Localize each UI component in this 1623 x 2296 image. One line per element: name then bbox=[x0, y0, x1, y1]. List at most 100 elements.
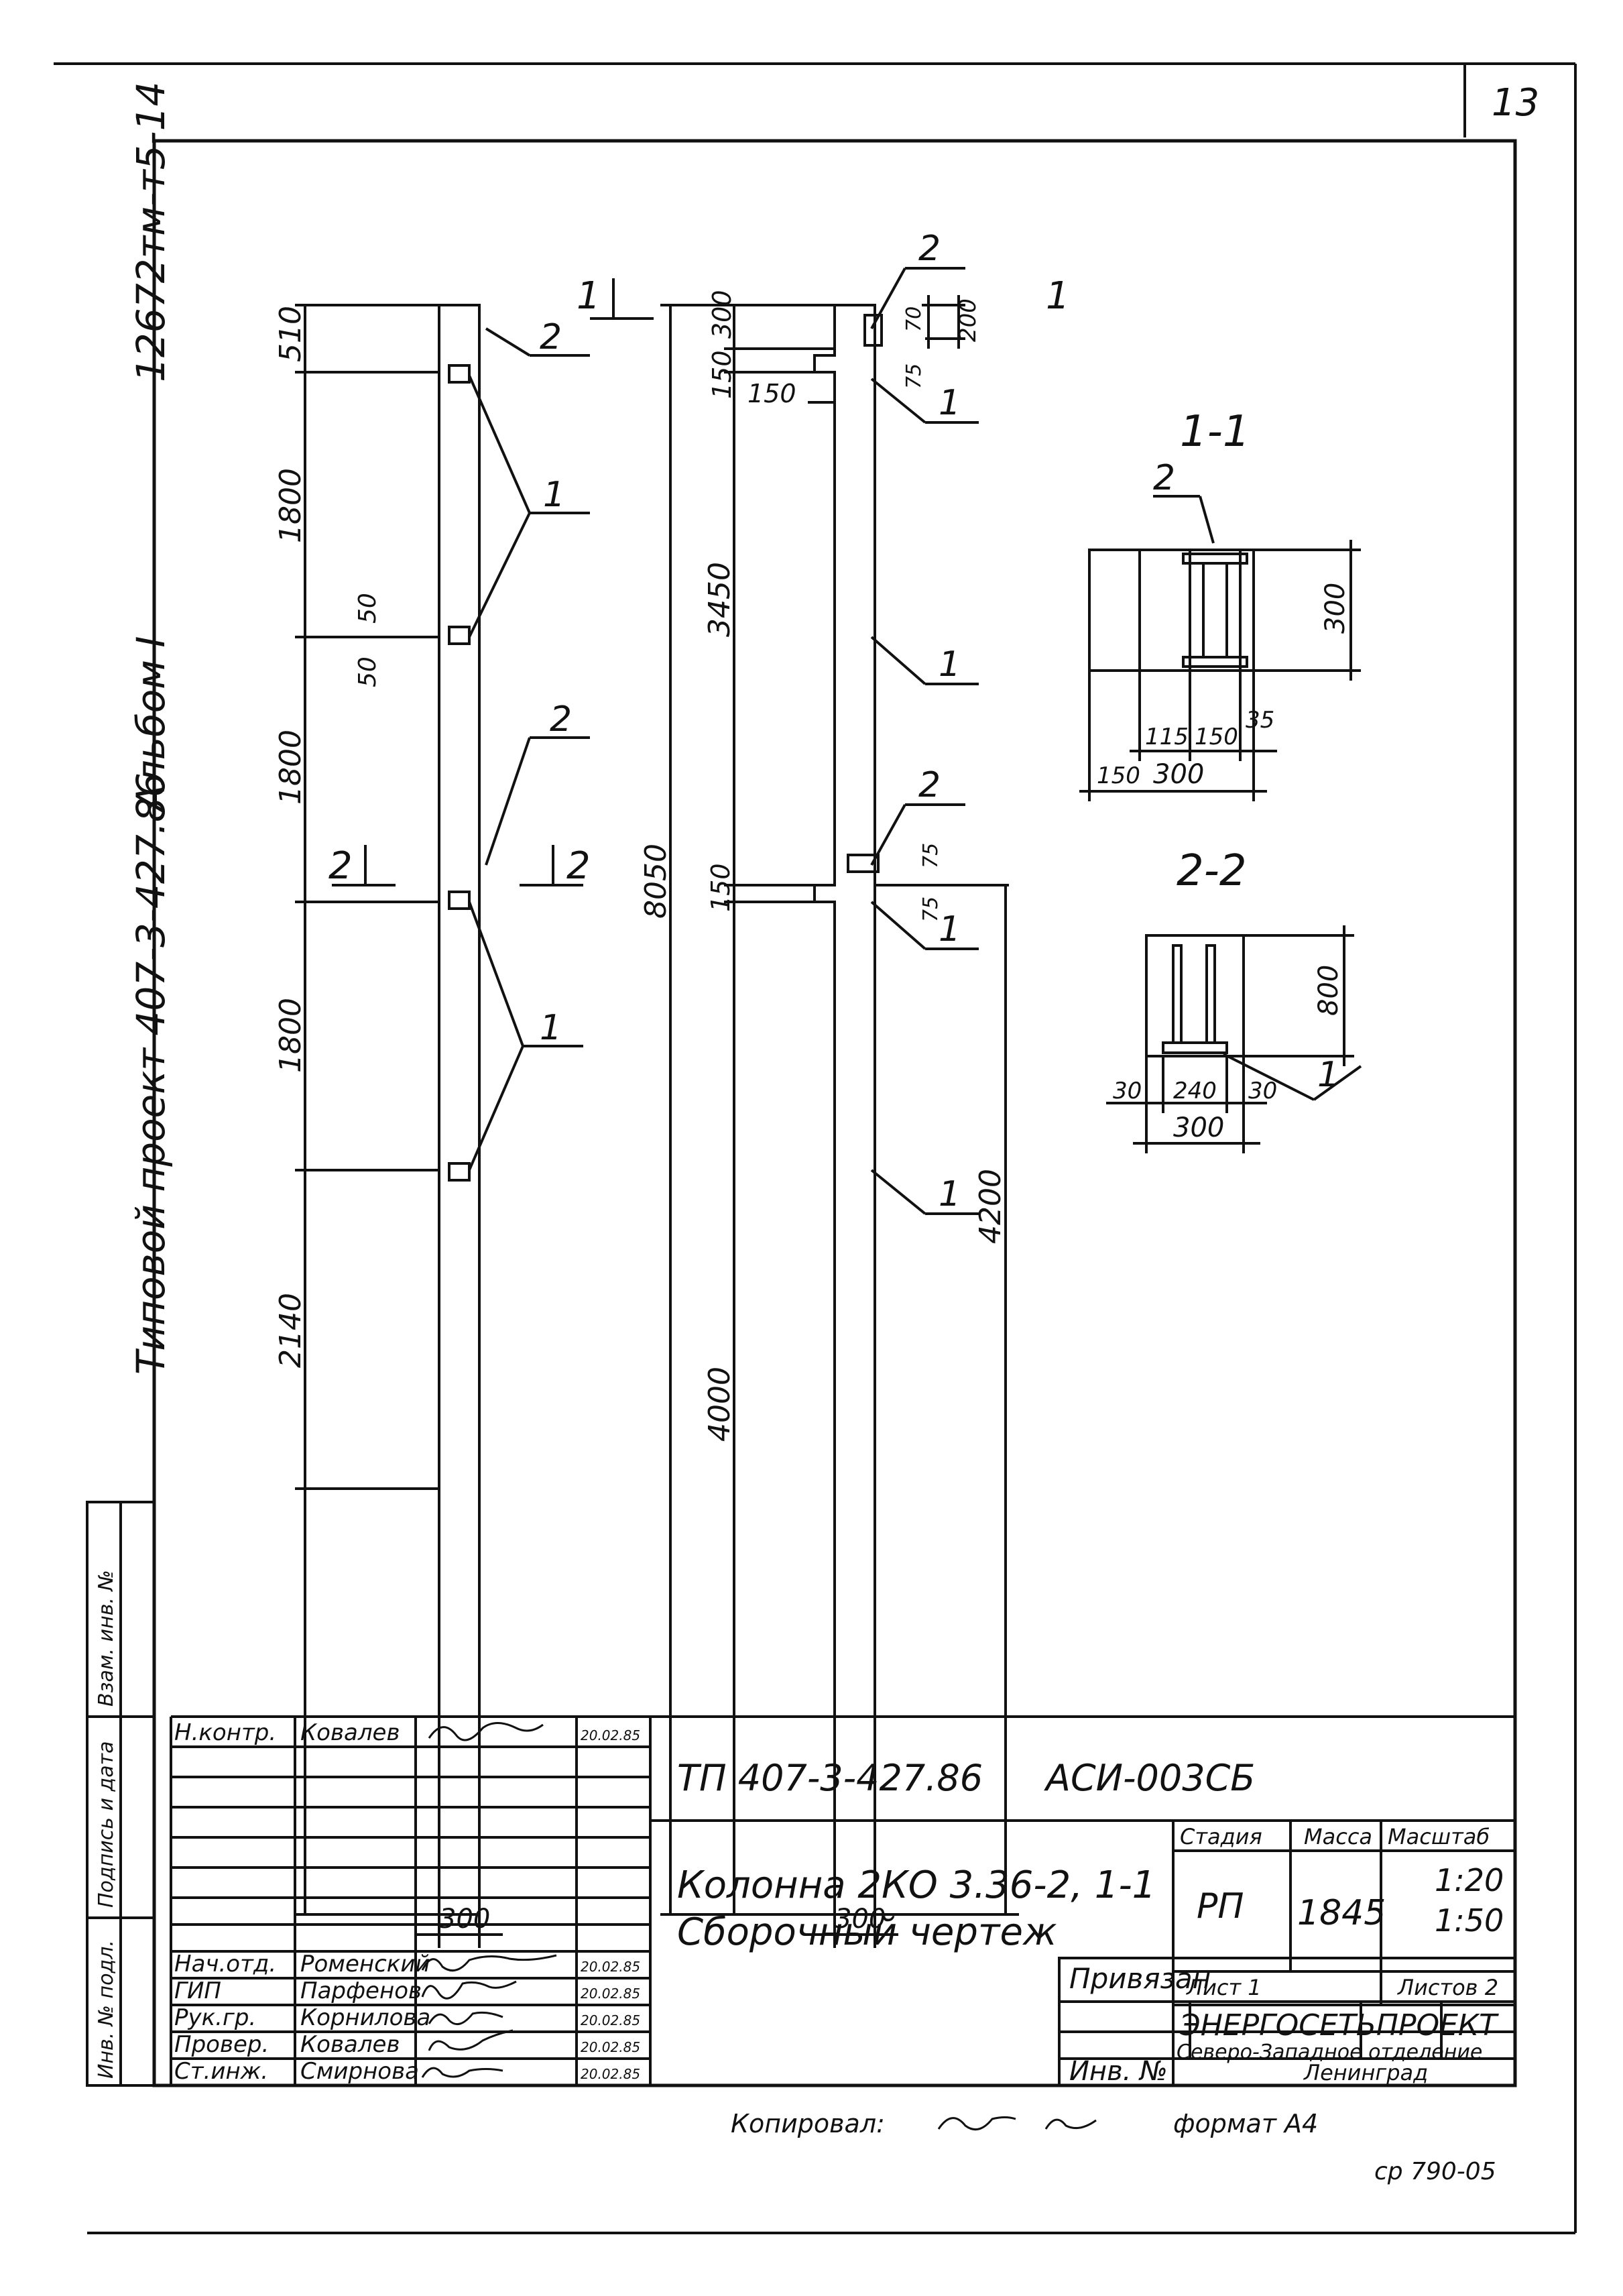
tb-name-line2: Сборочный чертеж bbox=[677, 1910, 1057, 1954]
tb-stage-value: РП bbox=[1197, 1886, 1244, 1927]
tb-row-date: 20.02.85 bbox=[581, 2066, 640, 2082]
margin-top-code: 12672тм-т5-14 bbox=[128, 82, 174, 382]
tb-sheet: Лист 1 bbox=[1186, 1975, 1262, 2000]
tb-row-role: Рук.гр. bbox=[174, 2004, 256, 2031]
footer-copied: Копировал: bbox=[731, 2109, 885, 2138]
side-width-300: 300 bbox=[835, 1904, 886, 1935]
privyazan-title: Привязан bbox=[1069, 1962, 1211, 1995]
drawing-frame bbox=[152, 139, 1517, 2087]
front-callout-2-top: 2 bbox=[540, 317, 562, 357]
section-mark-1-right: 1 bbox=[1046, 274, 1070, 318]
side-callout-2-top: 2 bbox=[918, 229, 941, 269]
tb-row-role: Провер. bbox=[174, 2031, 269, 2058]
front-width-300: 300 bbox=[439, 1904, 490, 1935]
tb-row-name: Роменский bbox=[300, 1951, 430, 1977]
section-1-1-dim-35: 35 bbox=[1246, 707, 1274, 734]
tb-org-dept: Северо-Западное отделение bbox=[1177, 2041, 1482, 2064]
side-dim-300: 300 bbox=[707, 290, 737, 339]
tb-row-date: 20.02.85 bbox=[581, 2039, 640, 2055]
side-dim-150-b: 150 bbox=[747, 379, 796, 408]
section-1-1-dim-300-w: 300 bbox=[1153, 759, 1204, 790]
section-2-2-title: 2-2 bbox=[1177, 846, 1247, 896]
section-2-2-dim-30-b: 30 bbox=[1248, 1078, 1277, 1104]
tb-sheets: Листов 2 bbox=[1397, 1975, 1498, 2000]
section-1-1-dim-300-h: 300 bbox=[1320, 583, 1351, 634]
section-1-1-dim-150-b: 150 bbox=[1097, 762, 1140, 789]
section-1-1-dim-150-a: 150 bbox=[1195, 724, 1238, 750]
tb-mass-label: Масса bbox=[1304, 1824, 1372, 1849]
privyazan-table bbox=[1058, 1957, 1516, 2087]
tb-row-date: 20.02.85 bbox=[581, 1727, 640, 1743]
sheet-border bbox=[54, 62, 1577, 2234]
side-callout-1-d: 1 bbox=[939, 1174, 961, 1214]
tb-row-name: Ковалев bbox=[300, 2031, 400, 2058]
side-dim-150-a: 150 bbox=[707, 350, 737, 399]
section-2-2-callout-1: 1 bbox=[1317, 1055, 1339, 1095]
signature-3 bbox=[421, 1980, 517, 2000]
side-dim-75-b: 75 bbox=[919, 843, 943, 868]
section-mark-2-right: 2 bbox=[566, 844, 591, 888]
margin-album: Альбом I bbox=[128, 636, 174, 814]
strip-signature-date: Подпись и дата bbox=[95, 1741, 118, 1908]
tb-scale-label: Масштаб bbox=[1388, 1824, 1490, 1849]
tb-stage-label: Стадия bbox=[1180, 1824, 1262, 1849]
section-1-1-dim-115: 115 bbox=[1145, 724, 1189, 750]
tb-mass-value: 1845 bbox=[1297, 1893, 1386, 1933]
side-dim-75-a: 75 bbox=[902, 363, 926, 389]
section-1-1-title: 1-1 bbox=[1180, 407, 1250, 457]
section-2-2-dim-30-a: 30 bbox=[1113, 1078, 1142, 1104]
front-view: 510 1800 1800 1800 2140 50 50 300 2 1 2 … bbox=[274, 274, 1070, 1948]
front-dim-1800-a: 1800 bbox=[274, 468, 308, 543]
tb-scale-1: 1:20 bbox=[1435, 1862, 1504, 1898]
front-dim-1800-b: 1800 bbox=[274, 730, 308, 805]
tb-row-name: Парфенов bbox=[300, 1977, 422, 2004]
side-callout-1-a: 1 bbox=[939, 383, 961, 423]
side-dim-8050: 8050 bbox=[639, 844, 673, 919]
section-mark-1-left: 1 bbox=[577, 274, 601, 318]
signature-6 bbox=[421, 2067, 503, 2078]
front-dim-510: 510 bbox=[274, 306, 308, 362]
tb-row-name: Ковалев bbox=[300, 1719, 400, 1746]
front-callout-1-top: 1 bbox=[543, 475, 565, 515]
front-dim-50-b: 50 bbox=[354, 656, 381, 687]
tb-code: ТП 407-3-427.86 bbox=[677, 1757, 983, 1799]
side-view: 300 150 150 3450 8050 150 4000 200 70 75… bbox=[639, 229, 1019, 1948]
section-2-2: 2-2 800 30 240 30 300 1 bbox=[1106, 846, 1362, 1153]
tb-row-name: Смирнова bbox=[300, 2058, 419, 2085]
signature-2 bbox=[421, 1954, 557, 1972]
section-2-2-dim-240: 240 bbox=[1173, 1078, 1217, 1104]
section-2-2-dim-300: 300 bbox=[1173, 1112, 1224, 1143]
tb-doc-code: АСИ-003СБ bbox=[1044, 1757, 1255, 1799]
tb-row-role: Ст.инж. bbox=[174, 2058, 268, 2085]
side-dim-200: 200 bbox=[955, 298, 981, 342]
side-callout-1-c: 1 bbox=[939, 909, 961, 950]
section-1-1-callout-2: 2 bbox=[1153, 458, 1175, 498]
side-dim-150-c: 150 bbox=[706, 863, 735, 912]
tb-row-name: Корнилова bbox=[300, 2004, 430, 2031]
tb-row-role: Н.контр. bbox=[174, 1719, 276, 1746]
tb-org-city: Ленинград bbox=[1303, 2060, 1428, 2085]
section-2-2-dim-800: 800 bbox=[1313, 965, 1344, 1016]
tb-name-line1: Колонна 2КО 3.36-2, 1-1 bbox=[677, 1863, 1156, 1907]
section-mark-2-left: 2 bbox=[328, 844, 353, 888]
tb-org-name: ЭНЕРГОСЕТЬПРОЕКТ bbox=[1179, 2008, 1499, 2043]
left-strip bbox=[86, 1501, 156, 2087]
side-dim-70: 70 bbox=[902, 306, 926, 332]
signature-1 bbox=[428, 1722, 544, 1741]
side-dim-75-c: 75 bbox=[919, 897, 943, 922]
side-callout-2-mid: 2 bbox=[918, 765, 941, 805]
section-1-1: 1-1 2 300 115 150 35 150 bbox=[1079, 407, 1361, 801]
front-callout-1-bottom: 1 bbox=[540, 1008, 562, 1048]
front-callout-2-mid: 2 bbox=[550, 699, 572, 740]
sheet-number: 13 bbox=[1492, 81, 1539, 125]
side-dim-4200: 4200 bbox=[973, 1169, 1008, 1244]
tb-row-role: Нач.отд. bbox=[174, 1951, 276, 1977]
strip-vzam-inv: Взам. инв. № bbox=[95, 1570, 118, 1707]
side-dim-3450: 3450 bbox=[703, 562, 737, 637]
tb-row-date: 20.02.85 bbox=[581, 1986, 640, 2002]
signature-5 bbox=[428, 2029, 514, 2051]
front-dim-50-a: 50 bbox=[354, 593, 381, 624]
